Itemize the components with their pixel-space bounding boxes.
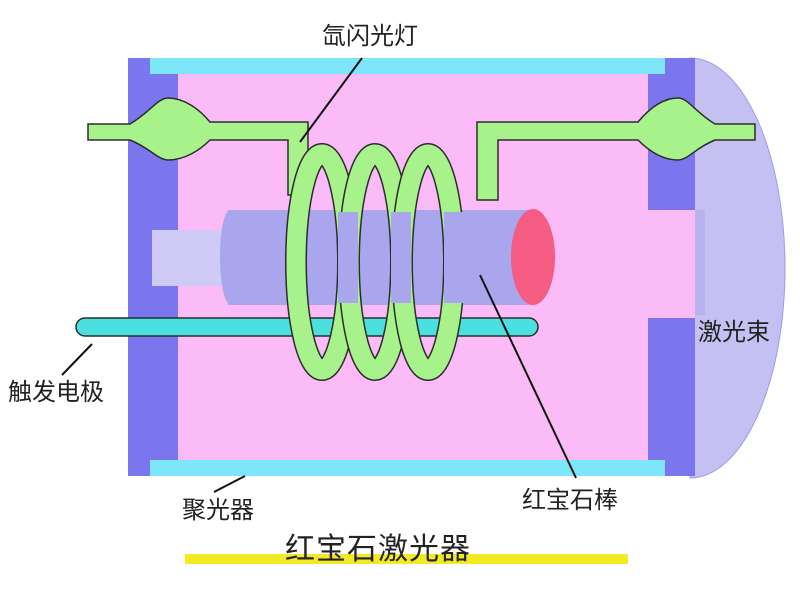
label-laser-beam: 激光束 (698, 318, 770, 346)
ruby-rod-end (511, 209, 555, 305)
label-reflector: 聚光器 (182, 496, 254, 524)
label-flash-lamp: 氙闪光灯 (322, 22, 418, 50)
ruby-rod-left-face (220, 210, 240, 304)
right-mirror-end-lower (648, 318, 695, 476)
ruby-rod-front-segment-2 (391, 212, 411, 303)
leader-trigger-electrode (61, 343, 93, 376)
leader-ruby-rod (479, 274, 577, 479)
label-ruby-rod: 红宝石棒 (522, 486, 618, 514)
label-trigger-electrode: 触发电极 (8, 378, 104, 406)
ruby-rod-front-segment-1 (338, 212, 358, 303)
title-bar (185, 554, 628, 564)
leader-flash-lamp (299, 57, 363, 143)
ruby-rod-front-segment-3 (444, 212, 506, 303)
laser-beam (689, 57, 786, 479)
reflector-bottom (150, 460, 665, 476)
flash-lamp-right-lead (476, 97, 756, 201)
diagram-title: 红宝石激光器 (285, 532, 471, 567)
leader-reflector (213, 475, 246, 493)
reflector-top (150, 58, 665, 74)
flash-lamp-left-lead (87, 97, 309, 196)
